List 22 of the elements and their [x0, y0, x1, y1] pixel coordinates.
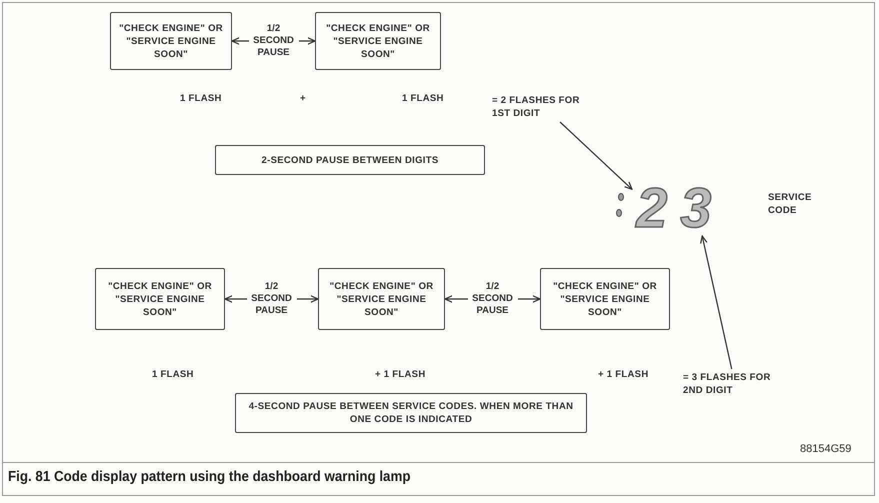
flash-count: + 1 FLASH	[375, 368, 426, 381]
flash-count-note: = 3 FLASHES FOR 2ND DIGIT	[683, 369, 787, 399]
flash-count: 1 FLASH	[180, 92, 222, 105]
flash-count: 1 FLASH	[152, 368, 194, 381]
display-digit: 3	[676, 180, 716, 236]
plus-sign: +	[300, 92, 306, 105]
lamp-message-box: "CHECK ENGINE" OR "SERVICE ENGINE SOON"	[540, 268, 670, 330]
flash-count: 1 FLASH	[402, 92, 444, 105]
leader-arrow	[560, 122, 633, 190]
lamp-message-box: "CHECK ENGINE" OR "SERVICE ENGINE SOON"	[315, 12, 441, 70]
display-caption: SERVICE CODE	[768, 191, 813, 217]
leader-arrow	[700, 235, 732, 370]
pause-note-box: 4-SECOND PAUSE BETWEEN SERVICE CODES. WHEN MORE THAN ONE CODE IS INDICATED	[235, 393, 587, 433]
figure-code: 88154G59	[800, 443, 852, 455]
lamp-message-box: "CHECK ENGINE" OR "SERVICE ENGINE SOON"	[110, 12, 232, 70]
lamp-message-box: "CHECK ENGINE" OR "SERVICE ENGINE SOON"	[318, 268, 445, 330]
lamp-message-box: "CHECK ENGINE" OR "SERVICE ENGINE SOON"	[95, 268, 225, 330]
figure-caption: Fig. 81 Code display pattern using the dashboard warning lamp	[8, 469, 410, 485]
pause-note-box: 2-SECOND PAUSE BETWEEN DIGITS	[215, 145, 485, 175]
display-digit: 2	[632, 180, 672, 236]
flash-count-note: = 2 FLASHES FOR 1ST DIGIT	[492, 92, 596, 122]
flash-count: + 1 FLASH	[598, 368, 648, 381]
